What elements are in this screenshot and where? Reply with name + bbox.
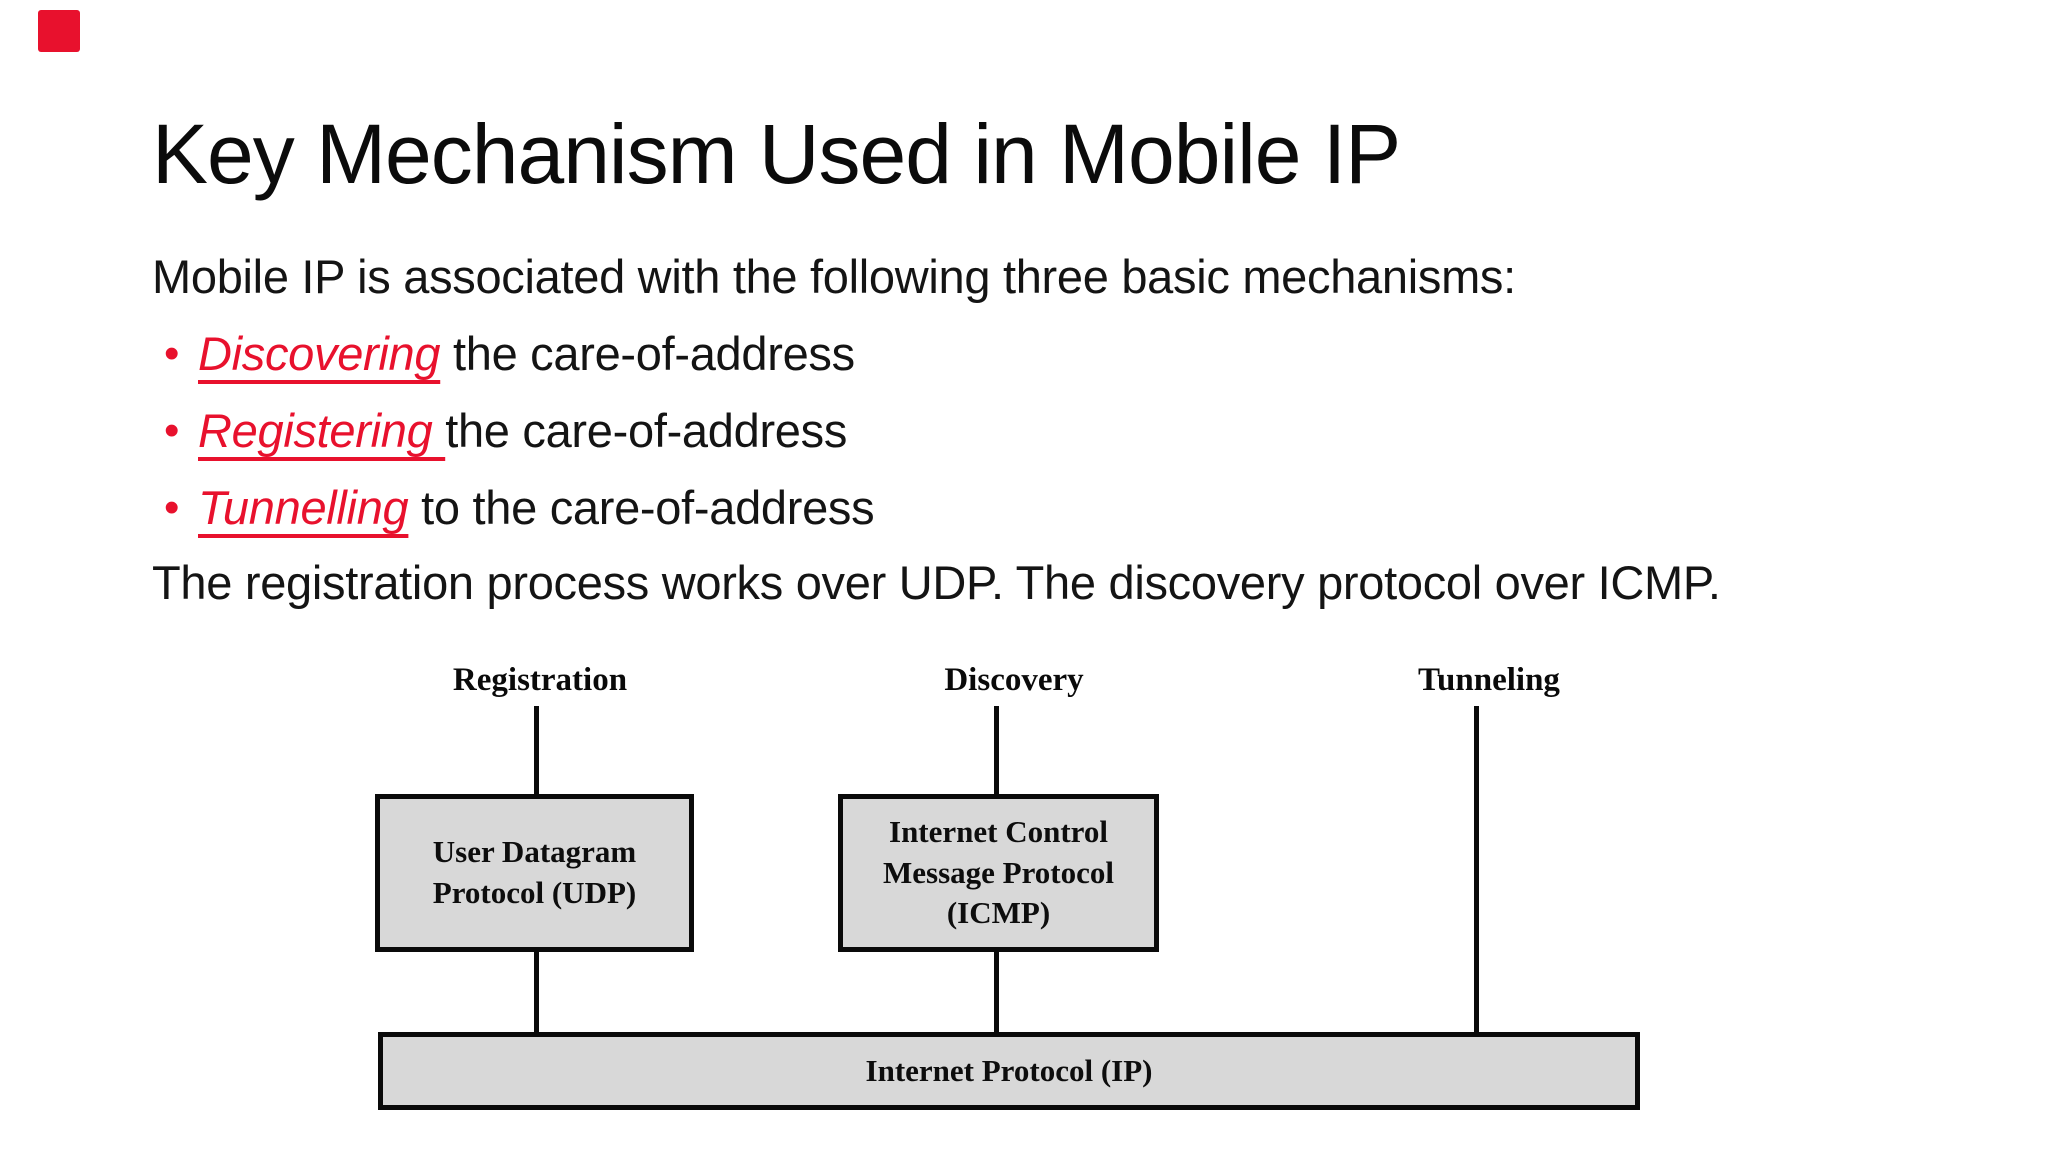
ip-base-bar-label: Internet Protocol (IP) xyxy=(865,1053,1153,1088)
ip-base-bar: Internet Protocol (IP) xyxy=(378,1032,1640,1110)
icmp-box: Internet Control Message Protocol (ICMP) xyxy=(838,794,1159,952)
icmp-box-line: Message Protocol xyxy=(883,854,1114,890)
bullet-icon: • xyxy=(164,483,180,532)
bullet-rest: the care-of-address xyxy=(440,327,855,380)
bullet-icon: • xyxy=(164,406,180,455)
bullet-item-registering: • Registering the care-of-address xyxy=(152,402,1998,461)
bullet-term: Registering xyxy=(198,404,446,457)
connector-udp-to-ip xyxy=(534,952,539,1032)
diagram-label-registration: Registration xyxy=(452,662,628,698)
icmp-box-line: Internet Control xyxy=(889,813,1108,849)
bullet-item-discovering: • Discovering the care-of-address xyxy=(152,325,1998,384)
bullet-term: Tunnelling xyxy=(198,481,409,534)
icmp-box-line: (ICMP) xyxy=(946,895,1051,931)
bullet-rest: the care-of-address xyxy=(445,404,848,457)
diagram-label-tunneling: Tunneling xyxy=(1418,662,1560,698)
connector-registration-to-udp xyxy=(534,706,539,794)
bullet-rest: to the care-of-address xyxy=(408,481,875,534)
connector-icmp-to-ip xyxy=(994,952,999,1032)
bullet-icon: • xyxy=(164,329,180,378)
bullet-term: Discovering xyxy=(198,327,441,380)
note-text: The registration process works over UDP.… xyxy=(152,556,1721,609)
connector-tunneling-to-ip xyxy=(1474,706,1479,1032)
recording-indicator-icon xyxy=(38,10,80,52)
intro-text: Mobile IP is associated with the followi… xyxy=(152,250,1516,303)
udp-box-line: Protocol (UDP) xyxy=(432,875,637,910)
udp-box: User Datagram Protocol (UDP) xyxy=(375,794,694,952)
connector-discovery-to-icmp xyxy=(994,706,999,794)
diagram-label-discovery: Discovery xyxy=(944,662,1084,698)
bullet-item-tunnelling: • Tunnelling to the care-of-address xyxy=(152,479,1998,538)
udp-box-line: User Datagram xyxy=(432,834,637,870)
page-title: Key Mechanism Used in Mobile IP xyxy=(152,107,1401,201)
